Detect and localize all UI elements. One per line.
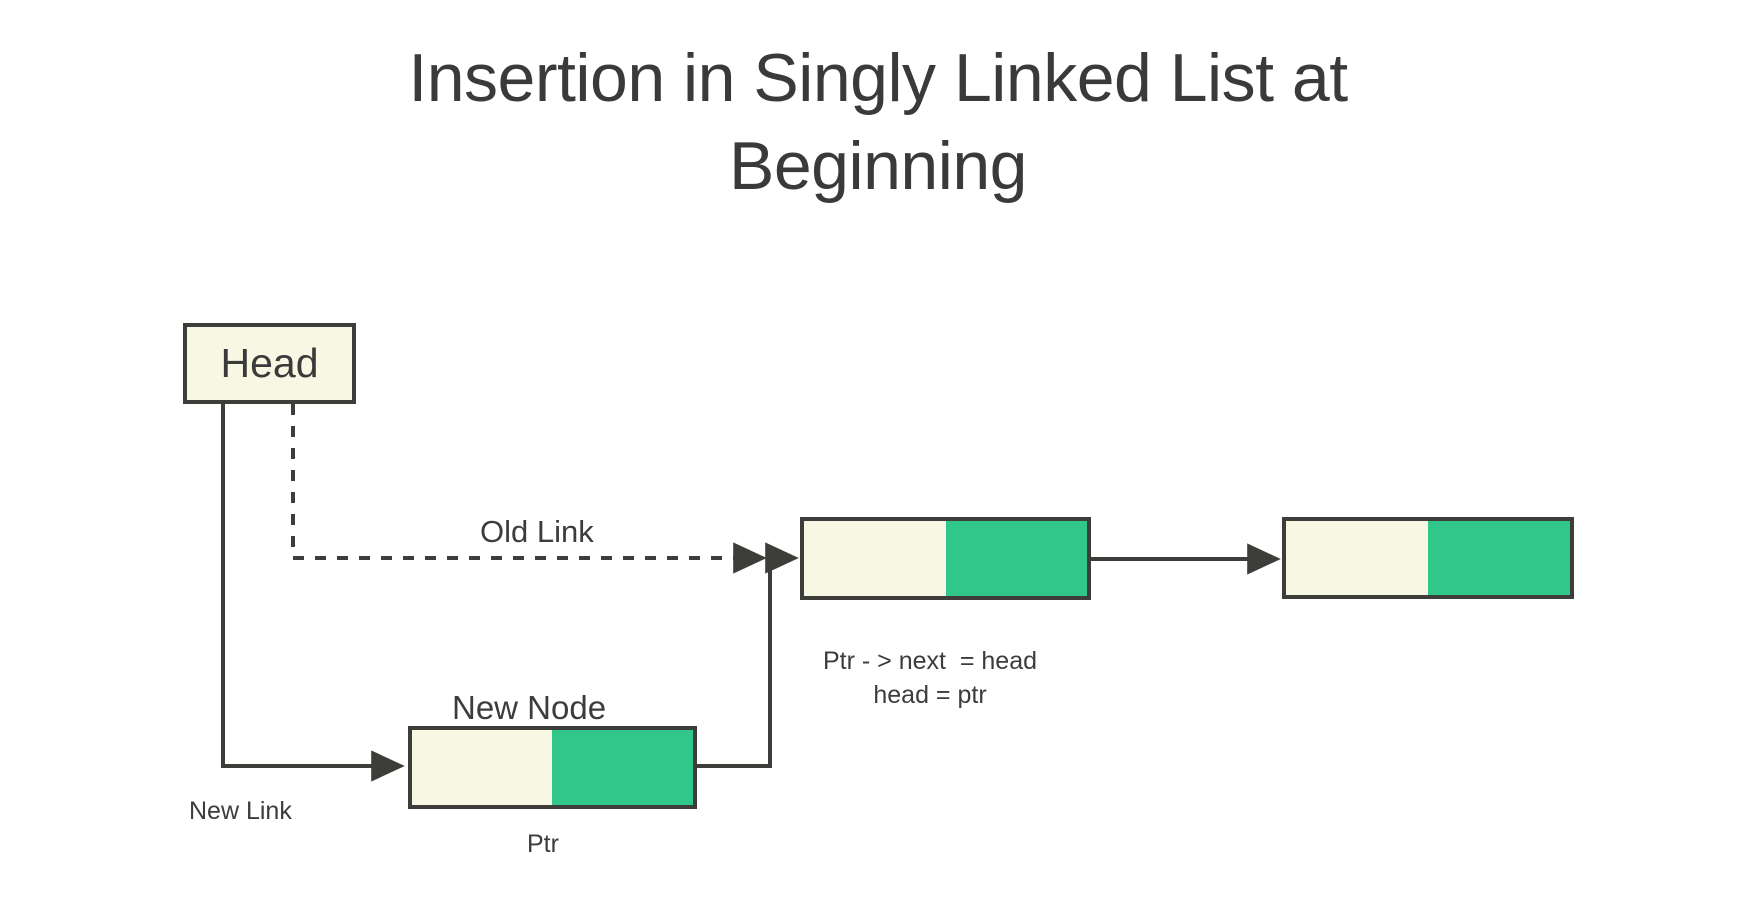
page-title-line-1: Insertion in Singly Linked List at — [408, 40, 1348, 116]
node-1-next-cell — [945, 521, 1087, 596]
node-2[interactable] — [1282, 517, 1574, 599]
new-node-data-cell — [412, 730, 553, 805]
new-link-connector — [221, 404, 405, 782]
node-1-data-cell — [804, 521, 946, 596]
head-pointer-label: Head — [220, 340, 319, 386]
node-2-data-cell — [1286, 521, 1428, 595]
new-node-caption: New Node — [452, 689, 607, 726]
newnode-to-node1-connector — [697, 542, 799, 768]
node-2-next-cell — [1428, 521, 1570, 595]
node-1[interactable] — [800, 517, 1091, 600]
head-pointer-box[interactable]: Head — [183, 323, 356, 404]
new-node-next-cell — [552, 730, 693, 805]
new-link-label: New Link — [189, 797, 292, 825]
code-note-line-1: Ptr - > next = head — [822, 647, 1037, 675]
new-node[interactable] — [408, 726, 697, 809]
page-title: Insertion in Singly Linked List at Begin… — [228, 34, 1528, 211]
old-link-connector — [291, 404, 767, 574]
new-node-ptr-caption: Ptr — [527, 830, 559, 858]
code-note-line-2: head = ptr — [873, 680, 987, 709]
code-note: Ptr - > next = head head = ptr — [790, 645, 1070, 713]
page-title-line-2: Beginning — [729, 128, 1027, 205]
old-link-label: Old Link — [480, 514, 594, 549]
